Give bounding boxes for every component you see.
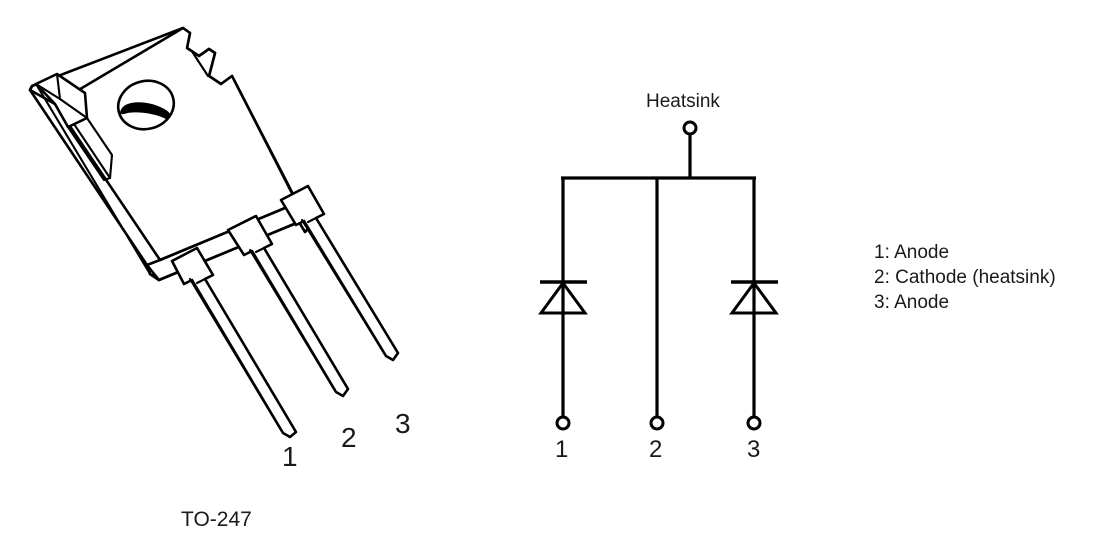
lead-2 bbox=[226, 214, 350, 398]
package-notch bbox=[185, 31, 234, 86]
package-tab-slot bbox=[66, 122, 112, 182]
heatsink-terminal-circle bbox=[682, 120, 698, 136]
lead-3-inner bbox=[300, 218, 386, 355]
lead-1-shoulder bbox=[195, 277, 207, 285]
package-notch-step bbox=[185, 31, 234, 86]
seating-edge bbox=[145, 263, 161, 282]
pin-function-legend: 1: Anode 2: Cathode (heatsink) 3: Anode bbox=[874, 240, 1056, 315]
diode-right-triangle bbox=[729, 280, 779, 315]
lead-1-inner bbox=[188, 277, 283, 432]
package-leads bbox=[170, 184, 400, 439]
package-tab-edge-b bbox=[34, 82, 62, 101]
pin1-terminal-circle bbox=[555, 415, 571, 431]
branch-pin-1 bbox=[538, 178, 588, 431]
package-pin-number-3: 3 bbox=[395, 408, 411, 439]
lead-1 bbox=[170, 246, 298, 439]
package-caption: TO-247 bbox=[181, 508, 252, 531]
pin2-terminal-circle bbox=[649, 415, 665, 431]
heatsink-label: Heatsink bbox=[646, 91, 720, 112]
schematic-terminal-number-2: 2 bbox=[649, 436, 663, 463]
lead-2-shoulder bbox=[254, 246, 266, 254]
legend-line-pin1: 1: Anode bbox=[874, 242, 950, 263]
legend-line-pin2: 2: Cathode (heatsink) bbox=[874, 267, 1056, 288]
schematic-terminal-number-1: 1 bbox=[555, 436, 569, 463]
package-tab-slot-inner bbox=[85, 116, 114, 180]
lead-2-inner bbox=[248, 248, 336, 391]
lead-3 bbox=[279, 184, 400, 362]
package-tab bbox=[34, 72, 114, 182]
pin3-terminal-circle bbox=[746, 415, 762, 431]
package-left-face-edge2 bbox=[34, 82, 152, 276]
mounting-hole bbox=[116, 79, 176, 131]
package-pin-number-2: 2 bbox=[341, 422, 357, 453]
branch-pin-2 bbox=[649, 178, 665, 431]
package-notch-inner-line bbox=[191, 51, 210, 78]
branch-pin-3 bbox=[729, 178, 779, 431]
package-pin-number-1: 1 bbox=[282, 441, 298, 472]
lead-3-shoulder bbox=[306, 216, 318, 224]
schematic-terminal-number-3: 3 bbox=[747, 436, 761, 463]
legend-line-pin3: 3: Anode bbox=[874, 292, 950, 313]
diode-left-triangle bbox=[538, 280, 588, 315]
package-seating-plane bbox=[145, 263, 161, 282]
heatsink-node bbox=[682, 120, 698, 179]
mounting-hole-chamfer bbox=[120, 102, 171, 119]
